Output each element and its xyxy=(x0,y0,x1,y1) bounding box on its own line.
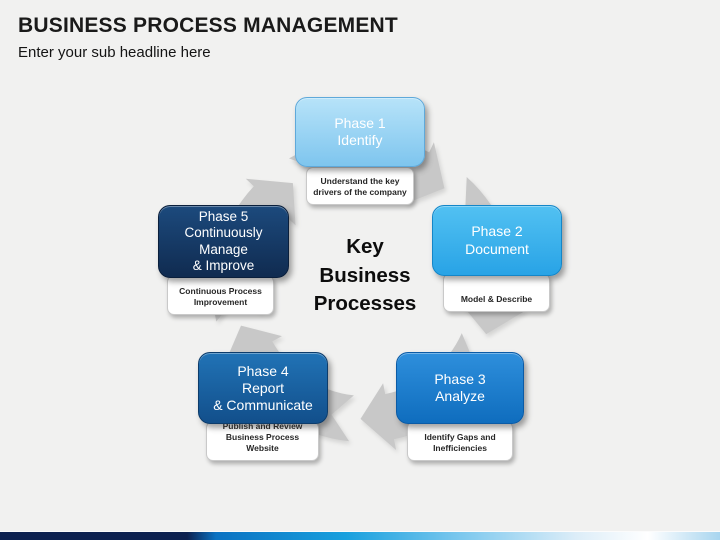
phase-5-box: Phase 5 Continuously Manage & Improve xyxy=(158,205,289,278)
note-line: Understand the key xyxy=(320,176,400,186)
phase-title-line: Continuously xyxy=(184,225,263,240)
phase-title-line: Phase 5 xyxy=(198,208,249,224)
phase-title-line: Analyze xyxy=(435,388,485,404)
center-label-line: Processes xyxy=(313,292,417,315)
diagram-center-label: Key Business Processes xyxy=(280,233,450,319)
center-label-line: Key xyxy=(346,235,384,258)
note-line: Inefficiencies xyxy=(433,443,487,453)
note-line: Improvement xyxy=(193,297,248,307)
phase-1-note: Understand the key drivers of the compan… xyxy=(306,167,414,205)
slide-header: BUSINESS PROCESS MANAGEMENT Enter your s… xyxy=(18,14,398,61)
phase-title-line: & Communicate xyxy=(213,396,313,413)
center-label-line: Business xyxy=(319,263,411,287)
bottom-accent-bar xyxy=(0,531,720,540)
phase-title-line: & Improve xyxy=(192,258,255,273)
phase-title-line: Phase 3 xyxy=(434,370,486,387)
phase-2-box: Phase 2 Document xyxy=(432,205,562,276)
phase-title-line: Document xyxy=(465,240,529,257)
slide-subtitle: Enter your sub headline here xyxy=(18,44,211,61)
phase-3-note: Identify Gaps and Inefficiencies xyxy=(407,421,513,461)
phase-title-line: Manage xyxy=(199,241,248,257)
phase-4-box: Phase 4 Report & Communicate xyxy=(198,352,328,424)
phase-4-note: Publish and Review Business Process Webs… xyxy=(206,421,319,461)
phase-2-note: Model & Describe xyxy=(443,273,550,312)
slide-title: BUSINESS PROCESS MANAGEMENT xyxy=(18,14,398,37)
note-line: Publish and Review xyxy=(222,421,303,431)
note-line: Identify Gaps and xyxy=(424,432,496,442)
phase-1-box: Phase 1 Identify xyxy=(295,97,425,167)
phase-title-line: Identify xyxy=(337,132,383,148)
phase-title-line: Phase 2 xyxy=(471,223,523,239)
phase-3-box: Phase 3 Analyze xyxy=(396,352,524,424)
note-line: Model & Describe xyxy=(460,294,533,304)
phase-title-line: Report xyxy=(241,379,285,396)
note-line: Continuous Process xyxy=(179,286,262,296)
note-line: Business Process Website xyxy=(225,432,300,453)
phase-title-line: Phase 4 xyxy=(237,362,289,379)
note-line: drivers of the company xyxy=(313,187,407,197)
phase-5-note: Continuous Process Improvement xyxy=(167,275,274,315)
phase-title-line: Phase 1 xyxy=(334,114,386,131)
